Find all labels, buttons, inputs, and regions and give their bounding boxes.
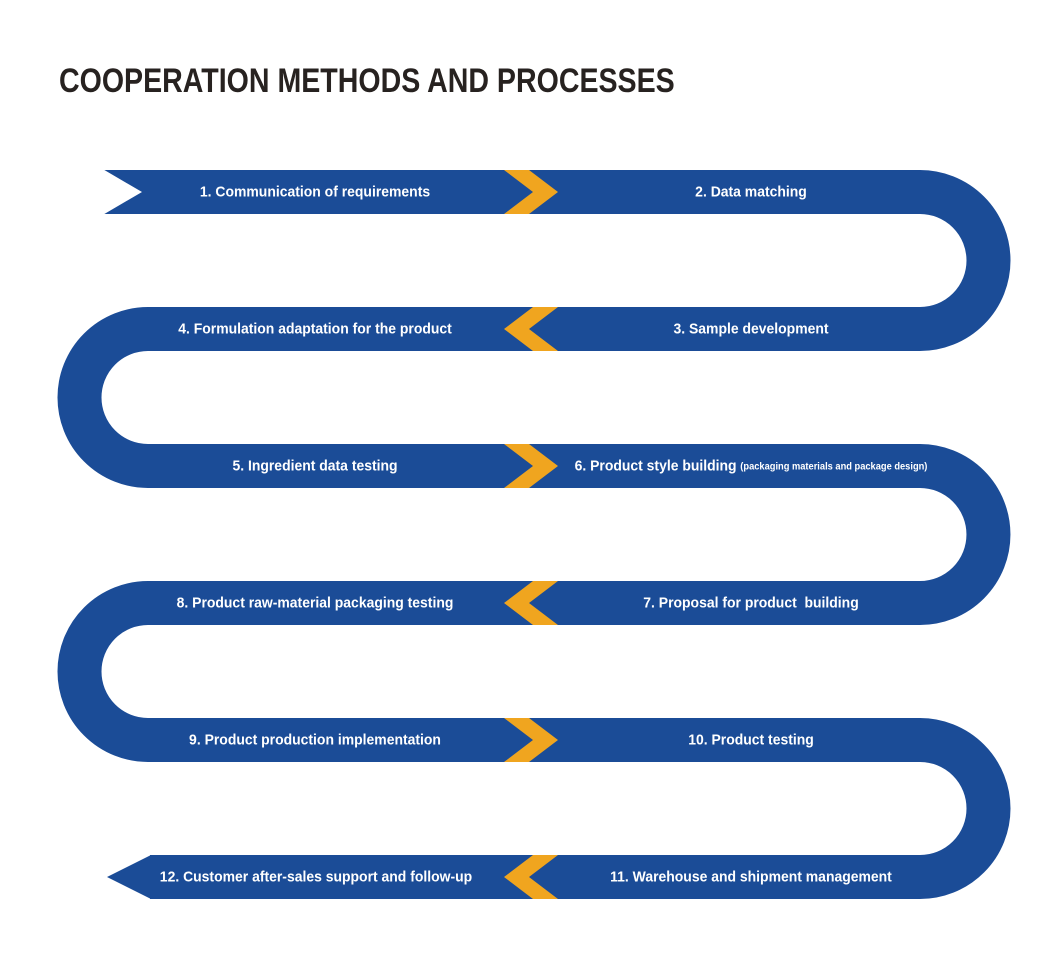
chevron-right-icon [504, 170, 558, 214]
ribbon-tail-notch [103, 169, 142, 215]
step-2-label: 2. Data matching [695, 185, 807, 200]
flow-ribbon-path [57, 170, 1011, 899]
step-9-text: 9. Product production implementation [189, 731, 441, 749]
step-4-text: 4. Formulation adaptation for the produc… [178, 320, 452, 338]
step-3-label: 3. Sample development [673, 322, 828, 337]
step-6-text: 6. Product style building [574, 457, 737, 475]
step-8-text: 8. Product raw-material packaging testin… [176, 594, 454, 612]
step-1-text: 1. Communication of requirements [199, 183, 431, 201]
chevron-left-icon [504, 581, 558, 625]
step-1-label: 1. Communication of requirements [200, 185, 430, 200]
step-10-text: 10. Product testing [688, 731, 814, 749]
step-7-label: 7. Proposal for product building [643, 596, 858, 611]
step-8-label: 8. Product raw-material packaging testin… [177, 596, 454, 611]
step-6-label: 6. Product style building (packaging mat… [575, 459, 928, 474]
step-10-label: 10. Product testing [688, 733, 814, 748]
step-11-text: 11. Warehouse and shipment management [610, 868, 892, 886]
chevron-left-icon [504, 307, 558, 351]
page-title: COOPERATION METHODS AND PROCESSES [59, 62, 675, 100]
step-9-label: 9. Product production implementation [189, 733, 441, 748]
step-5-text: 5. Ingredient data testing [232, 457, 398, 475]
step-2-text: 2. Data matching [695, 183, 807, 201]
chevron-right-icon [504, 718, 558, 762]
step-12-label: 12. Customer after-sales support and fol… [160, 870, 472, 885]
step-11-label: 11. Warehouse and shipment management [610, 870, 892, 885]
chevron-left-icon [504, 855, 558, 899]
step-7-text: 7. Proposal for product building [643, 594, 859, 612]
step-4-label: 4. Formulation adaptation for the produc… [178, 322, 452, 337]
step-5-label: 5. Ingredient data testing [232, 459, 397, 474]
step-6-subtext: (packaging materials and package design) [740, 461, 928, 472]
step-3-text: 3. Sample development [673, 320, 829, 338]
step-12-text: 12. Customer after-sales support and fol… [159, 868, 473, 886]
ribbon-end-arrowhead [107, 855, 151, 899]
chevron-right-icon [504, 444, 558, 488]
